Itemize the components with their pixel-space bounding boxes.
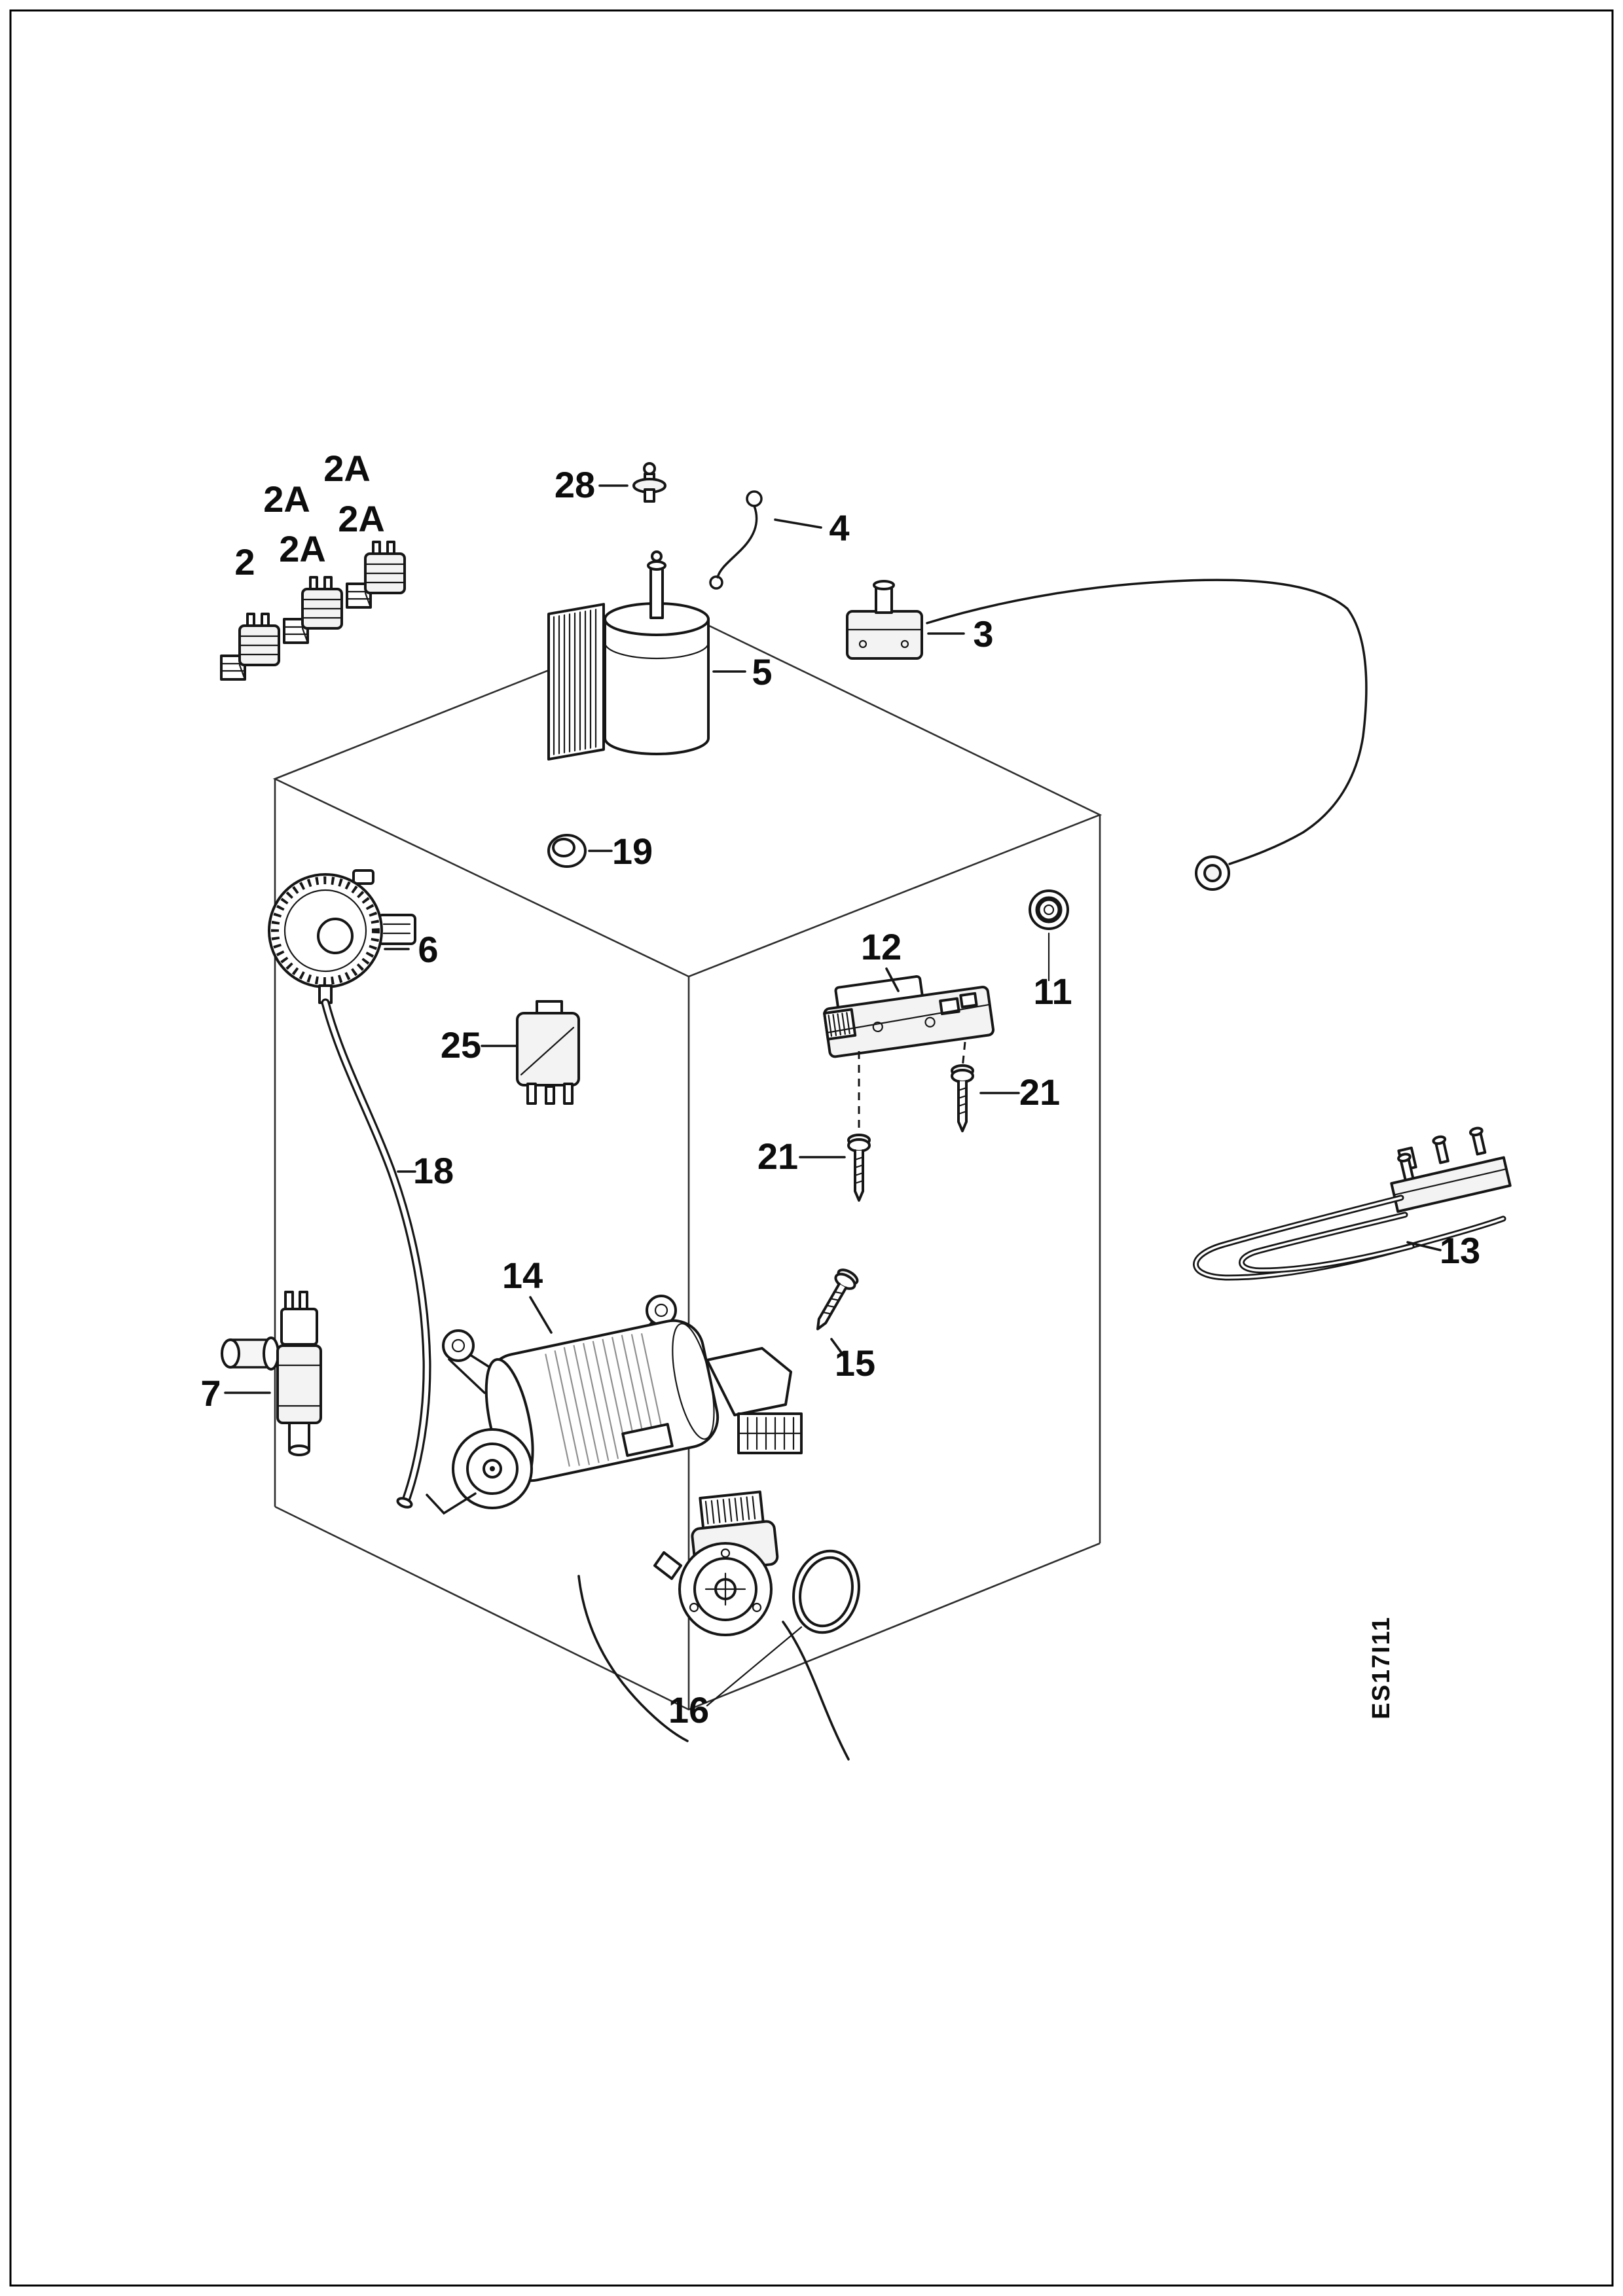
interlock-module-part-12	[823, 975, 995, 1058]
label-3: 3	[973, 613, 993, 655]
label-16: 16	[668, 1689, 709, 1731]
label-25: 25	[441, 1024, 481, 1066]
label-21-left: 21	[757, 1136, 798, 1177]
label-7: 7	[200, 1372, 221, 1414]
cabinet-outline	[272, 614, 1103, 1711]
switch-part-2a	[283, 576, 343, 644]
label-15: 15	[835, 1342, 875, 1384]
cutaway-curves	[577, 1575, 850, 1761]
label-12: 12	[861, 926, 902, 967]
label-5: 5	[752, 651, 772, 692]
suppressor-part-5	[547, 550, 710, 761]
leader-lines	[224, 484, 1442, 1707]
heating-element-part-13	[1193, 1126, 1512, 1281]
inlet-valve-part-7	[221, 1291, 322, 1456]
grommet-part-11	[1029, 889, 1069, 930]
cap-part-19	[547, 834, 587, 868]
label-28: 28	[555, 464, 595, 505]
page-border	[9, 9, 1614, 2287]
screw-part-21-right	[951, 1041, 974, 1132]
label-14: 14	[502, 1255, 543, 1296]
label-2a-mid: 2A	[263, 478, 310, 520]
doc-code: ES17I11	[1368, 1616, 1395, 1719]
label-13: 13	[1440, 1230, 1480, 1271]
pressure-hose-part-18	[321, 998, 431, 1509]
label-2: 2	[234, 541, 255, 583]
label-19: 19	[612, 831, 653, 872]
label-21-right: 21	[1019, 1071, 1060, 1113]
label-18: 18	[413, 1150, 454, 1191]
label-6: 6	[418, 929, 438, 970]
drain-pump-part-16	[653, 1490, 779, 1636]
label-2a-low: 2A	[279, 528, 326, 569]
relay-part-25	[516, 1000, 580, 1105]
part-labels: 2A 2A 2A 2A 2 28 4 3 5 19 6 25 12 11 21 …	[200, 448, 1480, 1731]
label-11: 11	[1033, 971, 1072, 1012]
fixing-button-part-28	[632, 462, 666, 503]
label-4: 4	[829, 507, 849, 548]
switch-part-2a	[346, 541, 406, 609]
label-2a-right: 2A	[338, 498, 385, 539]
wire-link-part-4	[709, 490, 763, 590]
thermostat-capillary-part-3	[846, 579, 1368, 891]
motor-part-14	[426, 1295, 803, 1515]
screw-part-15	[807, 1265, 861, 1336]
pressure-switch-part-6	[268, 869, 416, 1004]
gasket-ring-part-16	[792, 1549, 860, 1634]
label-2a-top: 2A	[323, 448, 371, 489]
switch-part-2	[220, 613, 280, 681]
screw-part-21-left	[847, 1051, 871, 1202]
